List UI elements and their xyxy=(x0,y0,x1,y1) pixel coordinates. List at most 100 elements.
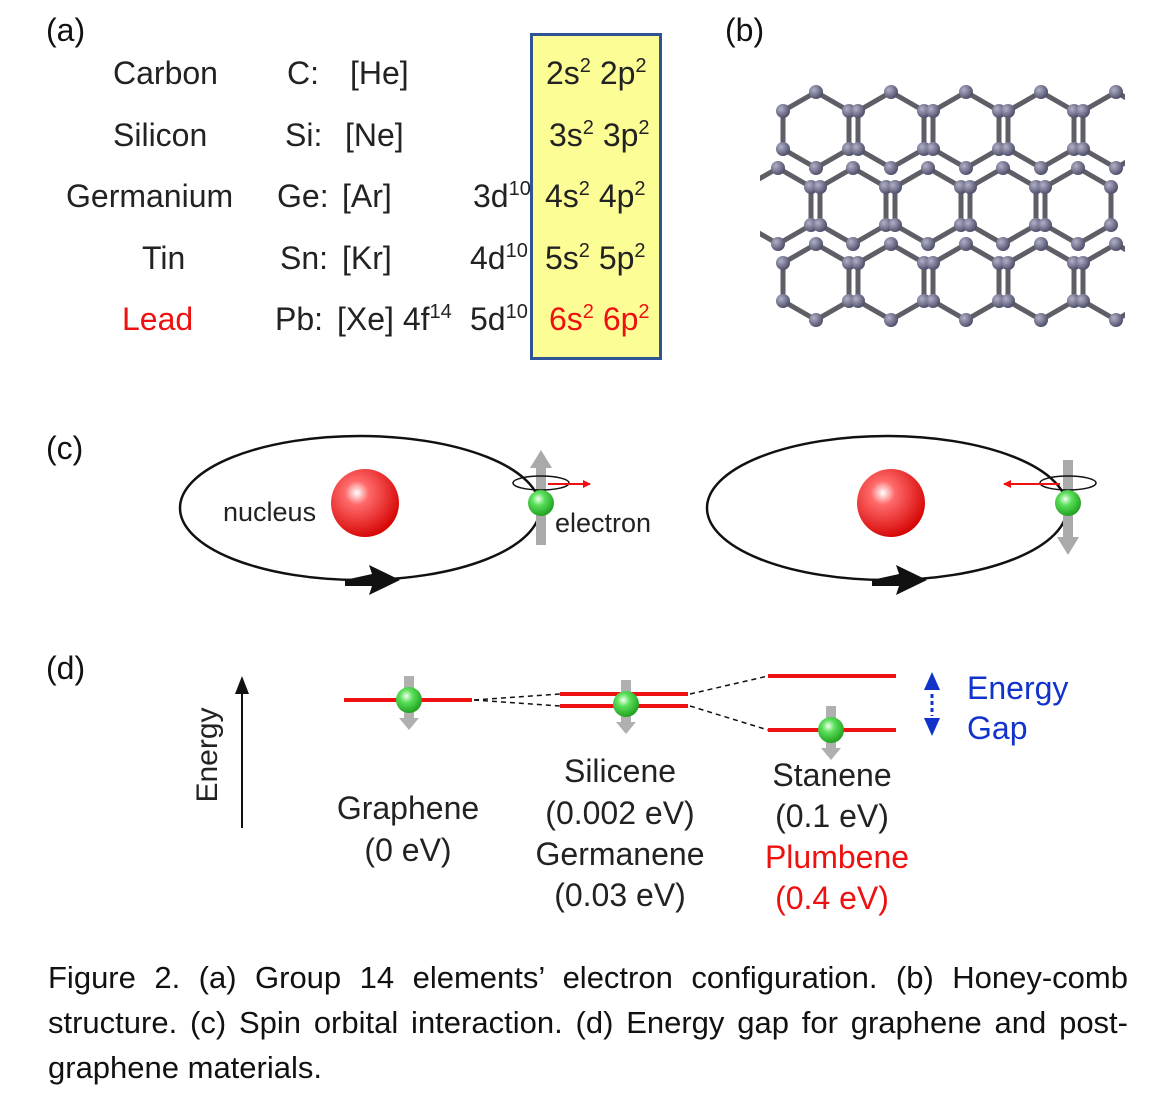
element-symbol-lead: Pb: xyxy=(275,301,324,337)
orbit-direction-arrow-icon xyxy=(872,565,927,595)
electron-label: electron xyxy=(555,508,652,538)
element-name-carbon: Carbon xyxy=(113,55,218,91)
germanene-label: Germanene xyxy=(535,836,705,872)
element-valence-tin: 5s2 5p2 xyxy=(545,240,646,276)
lattice-atom-icon xyxy=(1142,256,1156,270)
lattice-atom-icon xyxy=(1038,218,1052,232)
lattice-atom-icon xyxy=(884,161,898,175)
lattice-atom-icon xyxy=(776,142,790,156)
lattice-atom-icon xyxy=(1034,313,1048,327)
lattice-atom-icon xyxy=(1076,294,1090,308)
lattice-atom-icon xyxy=(1104,180,1118,194)
lattice-atom-icon xyxy=(1034,237,1048,251)
lattice-atom-icon xyxy=(846,237,860,251)
lattice-atom-icon xyxy=(921,161,935,175)
energy-axis-label: Energy xyxy=(191,707,224,803)
spin-orbit-right xyxy=(705,434,1097,595)
stanene-gap: (0.1 eV) xyxy=(775,798,889,834)
element-name-lead: Lead xyxy=(122,301,194,337)
element-inner-tin: 4d10 xyxy=(470,240,528,276)
lattice-atom-icon xyxy=(884,237,898,251)
germanene-gap: (0.03 eV) xyxy=(554,877,686,913)
lattice-atom-icon xyxy=(771,161,785,175)
lattice-atom-icon xyxy=(1142,142,1156,156)
lattice-atom-icon xyxy=(851,142,865,156)
lattice-atom-icon xyxy=(776,256,790,270)
silicene-gap: (0.002 eV) xyxy=(545,795,695,831)
lattice-atom-icon xyxy=(738,180,752,194)
lattice-atom-icon xyxy=(884,313,898,327)
element-inner-germanium: 3d10 xyxy=(473,178,531,214)
lattice-atom-icon xyxy=(959,161,973,175)
element-core-carbon: [He] xyxy=(350,55,409,91)
lattice-atom-icon xyxy=(846,161,860,175)
electron-icon xyxy=(1055,490,1081,516)
element-name-silicon: Silicon xyxy=(113,117,208,153)
figure-caption: Figure 2. (a) Group 14 elements’ electro… xyxy=(48,960,1128,1085)
lattice-atom-icon xyxy=(959,85,973,99)
lattice-atom-icon xyxy=(1076,256,1090,270)
electron-icon xyxy=(818,717,844,743)
lattice-atom-icon xyxy=(813,180,827,194)
lattice-atom-icon xyxy=(1109,85,1123,99)
lattice-atom-icon xyxy=(1109,237,1123,251)
lattice-atom-icon xyxy=(851,256,865,270)
panel-label-d: (d) xyxy=(46,650,86,686)
lattice-atom-icon xyxy=(776,294,790,308)
electron-icon xyxy=(613,691,639,717)
lattice-atom-icon xyxy=(809,237,823,251)
lattice-atom-icon xyxy=(1001,104,1015,118)
lattice-atom-icon xyxy=(1071,237,1085,251)
plumbene-gap: (0.4 eV) xyxy=(775,880,889,916)
lattice-atom-icon xyxy=(809,161,823,175)
lattice-atom-icon xyxy=(1142,294,1156,308)
element-core-lead: [Xe] 4f14 xyxy=(337,301,452,337)
panel-label-b: (b) xyxy=(725,12,765,48)
graphene-label: Graphene xyxy=(336,790,480,826)
lattice-atom-icon xyxy=(1071,161,1085,175)
lattice-atom-icon xyxy=(771,237,785,251)
energy-axis-arrow-icon xyxy=(235,676,249,694)
valence-highlight-box xyxy=(530,33,662,360)
lattice-atom-icon xyxy=(1034,85,1048,99)
element-core-tin: [Kr] xyxy=(342,240,392,276)
lattice-atom-icon xyxy=(1104,218,1118,232)
lattice-atom-icon xyxy=(996,237,1010,251)
element-core-germanium: [Ar] xyxy=(342,178,392,214)
nucleus-label: nucleus xyxy=(223,497,317,527)
element-valence-germanium: 4s2 4p2 xyxy=(545,178,646,214)
honeycomb-lattice xyxy=(738,85,1156,327)
lattice-atom-icon xyxy=(926,256,940,270)
silicene-label: Silicene xyxy=(563,753,677,789)
element-valence-carbon: 2s2 2p2 xyxy=(546,55,647,91)
element-name-germanium: Germanium xyxy=(66,178,234,214)
energy-gap-label-2: Gap xyxy=(967,710,1028,746)
lattice-atom-icon xyxy=(813,218,827,232)
stanene-label: Stanene xyxy=(772,757,892,793)
panel-label-c: (c) xyxy=(46,430,84,466)
lattice-atom-icon xyxy=(963,180,977,194)
energy-gap-label: Energy xyxy=(967,670,1069,706)
energy-gap-arrow-icon xyxy=(924,672,940,736)
element-name-tin: Tin xyxy=(142,240,186,276)
lattice-atom-icon xyxy=(1001,142,1015,156)
lattice-atom-icon xyxy=(851,104,865,118)
lattice-atom-icon xyxy=(926,294,940,308)
lattice-atom-icon xyxy=(1038,180,1052,194)
element-inner-lead: 5d10 xyxy=(470,301,528,337)
lattice-atom-icon xyxy=(809,313,823,327)
electron-icon xyxy=(528,490,554,516)
lattice-atom-icon xyxy=(926,104,940,118)
element-symbol-carbon: C: xyxy=(287,55,319,91)
lattice-atom-icon xyxy=(1001,294,1015,308)
element-symbol-tin: Sn: xyxy=(280,240,329,276)
lattice-atom-icon xyxy=(738,218,752,232)
lattice-atom-icon xyxy=(1076,142,1090,156)
lattice-atom-icon xyxy=(884,85,898,99)
nucleus-icon xyxy=(331,469,399,537)
lattice-atom-icon xyxy=(1142,104,1156,118)
element-symbol-silicon: Si: xyxy=(285,117,323,153)
plumbene-label: Plumbene xyxy=(764,839,910,875)
panel-label-a: (a) xyxy=(46,12,86,48)
element-core-silicon: [Ne] xyxy=(345,117,404,153)
